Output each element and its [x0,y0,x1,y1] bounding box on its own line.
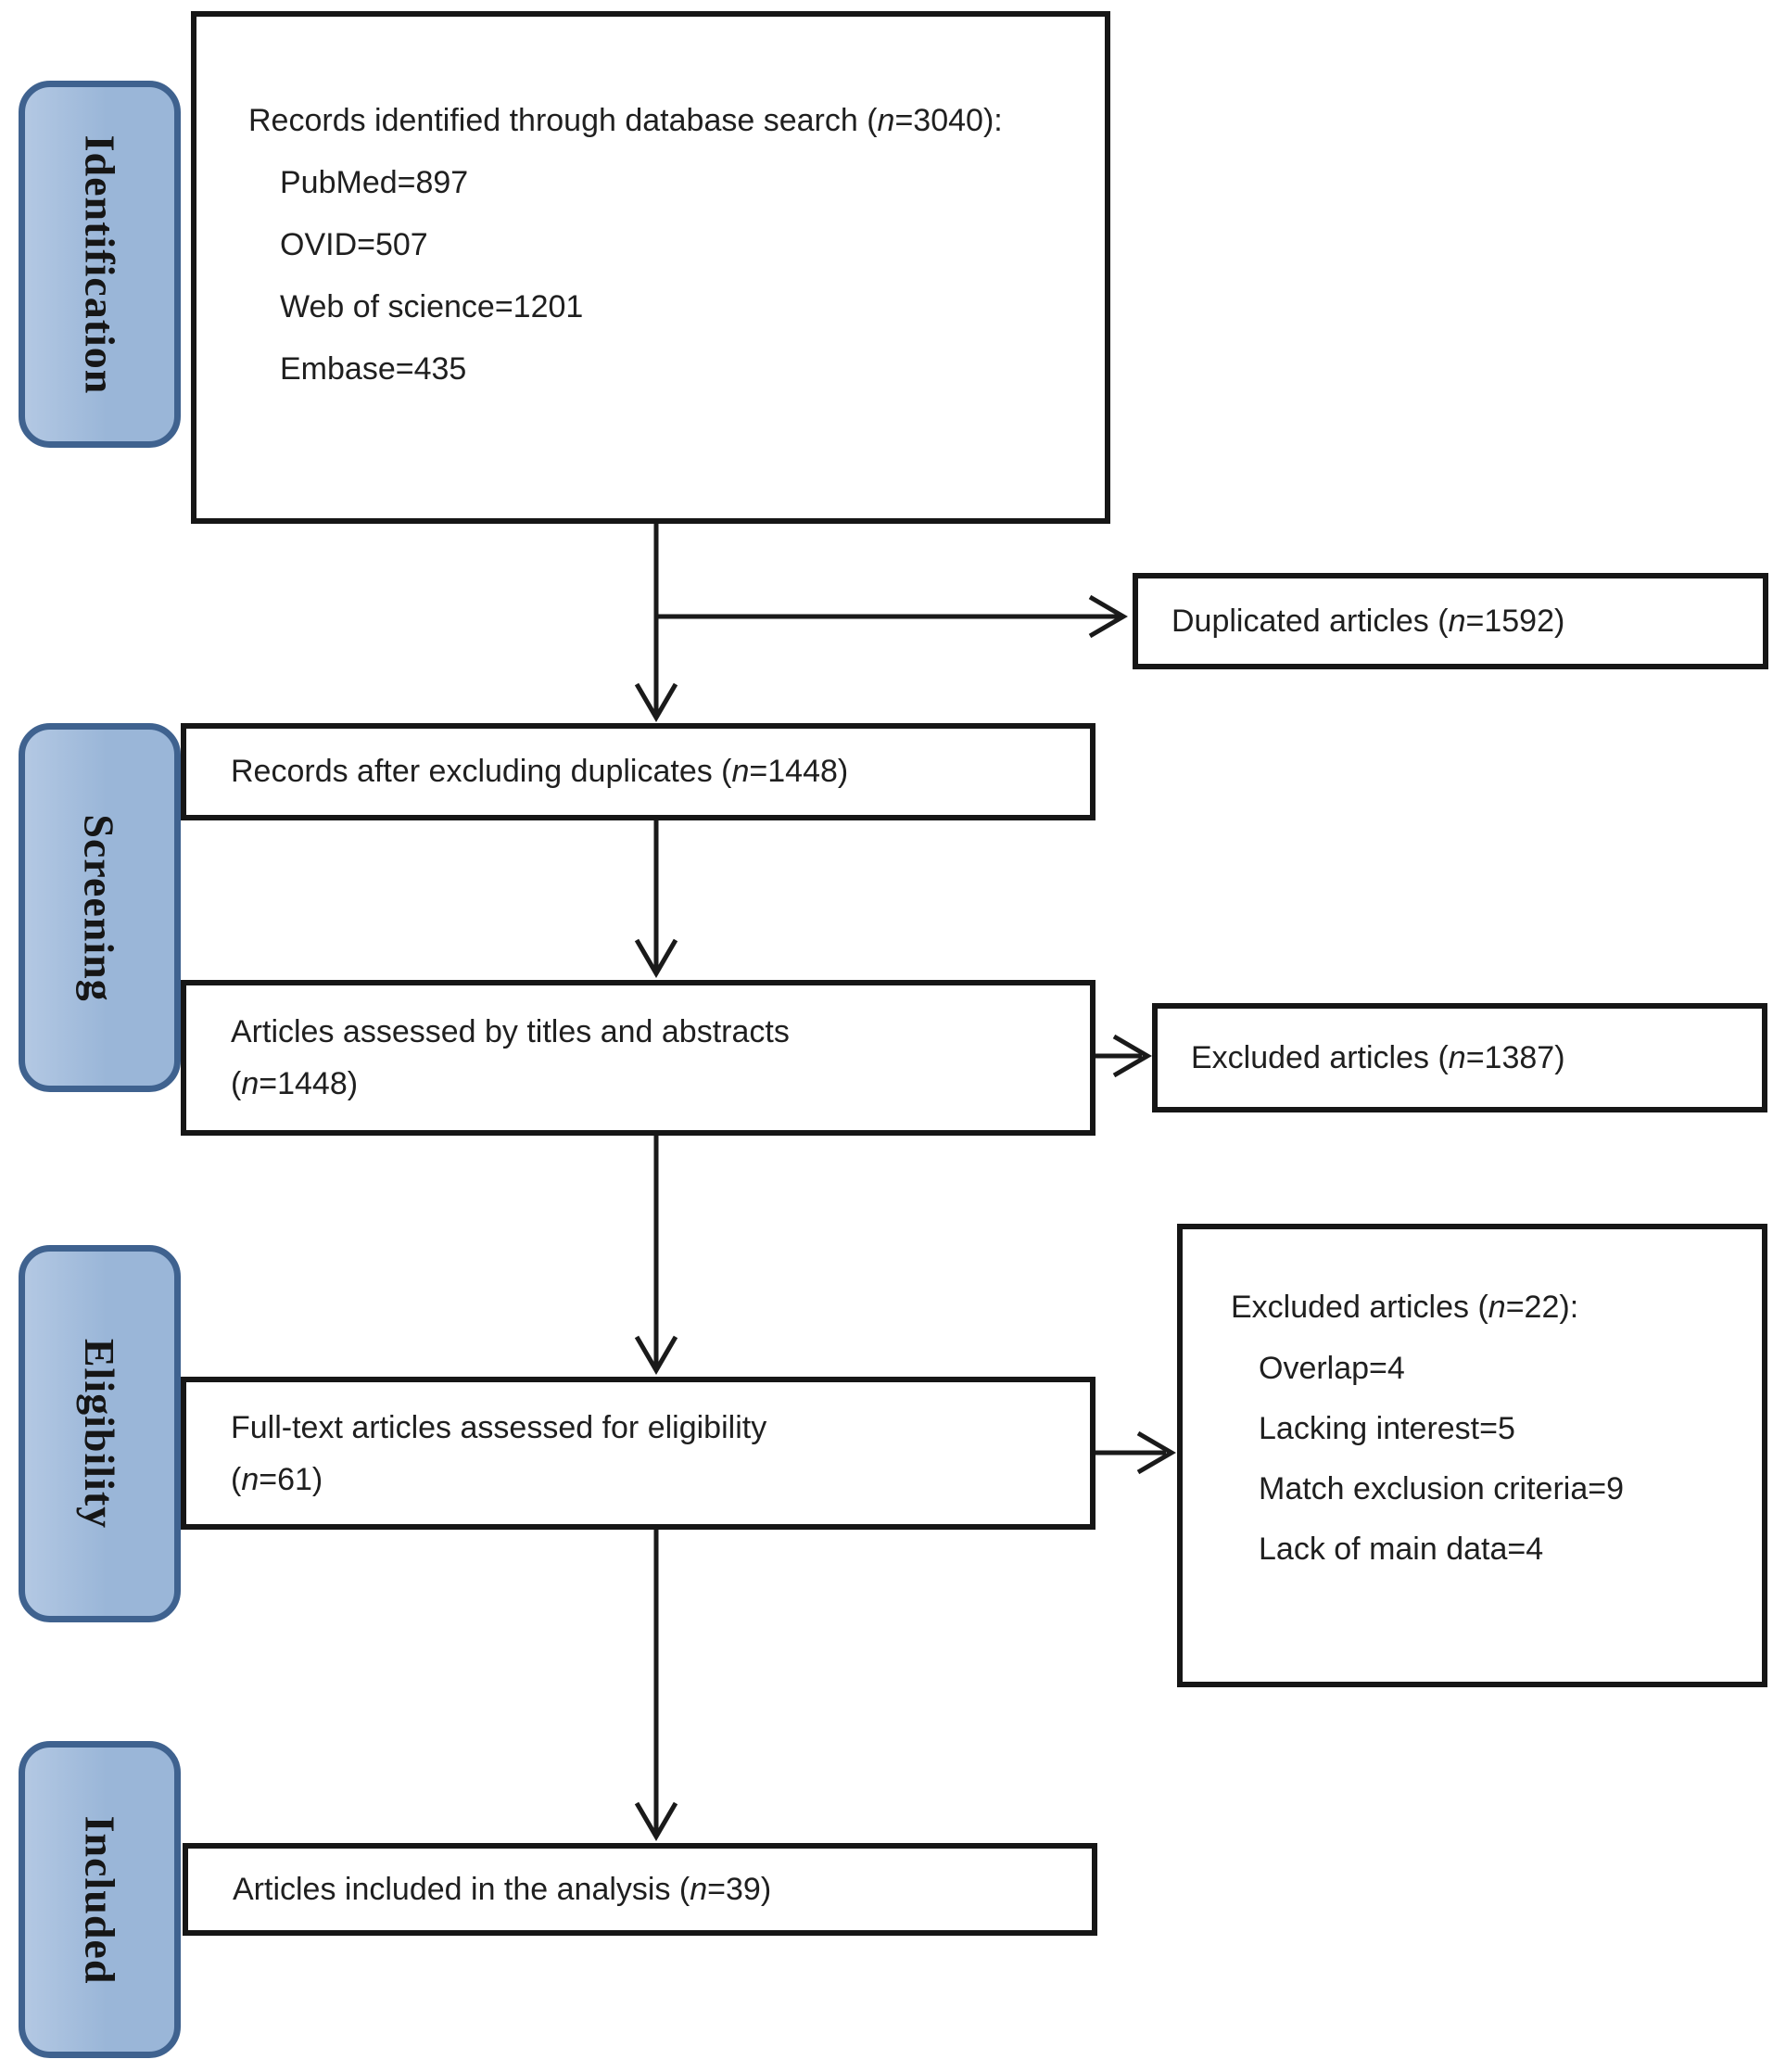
assessed-titles-abstracts-box: Articles assessed by titles and abstract… [181,980,1095,1136]
assessed-titles-abstracts-line1: Articles assessed by titles and abstract… [231,1014,790,1049]
stage-eligibility: Eligibility [19,1245,181,1622]
arrow-titleabstract-to-excluded1-head [1112,1034,1152,1078]
stage-included-label: Included [76,1815,124,1984]
records-after-duplicates-text: Records after excluding duplicates (n=14… [231,754,849,789]
database-count: Embase=435 [280,351,467,387]
arrow-branch-to-duplicated-head [1088,594,1128,639]
database-count: PubMed=897 [280,165,469,200]
exclusion-reason: Lacking interest=5 [1259,1411,1515,1446]
fulltext-assessed-line1: Full-text articles assessed for eligibil… [231,1409,767,1445]
database-count: Web of science=1201 [280,289,584,324]
arrow-fulltext-to-included-head [634,1801,678,1841]
excluded-articles-fulltext-items: Overlap=4 Lacking interest=5 Match exclu… [1259,1339,1745,1580]
records-identified-box: Records identified through database sear… [191,11,1110,524]
records-identified-items: PubMed=897 OVID=507 Web of science=1201 … [280,152,1083,400]
records-identified-title: Records identified through database sear… [248,103,1003,138]
excluded-articles-fulltext-title: Excluded articles (n=22): [1231,1290,1579,1325]
included-analysis-text: Articles included in the analysis (n=39) [233,1871,772,1907]
stage-identification-label: Identification [76,134,123,394]
fulltext-assessed-box: Full-text articles assessed for eligibil… [181,1377,1095,1530]
arrow-identified-to-afterdup-head [634,682,678,722]
assessed-titles-abstracts-line2: (n=1448) [231,1066,359,1101]
fulltext-assessed-line2: (n=61) [231,1461,323,1497]
excluded-articles-screening-box: Excluded articles (n=1387) [1152,1003,1767,1112]
arrow-fulltext-to-excluded2-head [1136,1430,1176,1475]
stage-screening-label: Screening [76,813,123,1002]
excluded-articles-fulltext-box: Excluded articles (n=22): Overlap=4 Lack… [1177,1224,1767,1687]
stage-identification: Identification [19,81,181,448]
stage-screening: Screening [19,723,181,1092]
database-count: OVID=507 [280,227,428,262]
arrow-afterdup-to-titleabstract-head [634,938,678,978]
exclusion-reason: Lack of main data=4 [1259,1532,1544,1567]
excluded-articles-screening-text: Excluded articles (n=1387) [1191,1039,1565,1075]
stage-eligibility-label: Eligibility [76,1338,124,1530]
duplicated-articles-box: Duplicated articles (n=1592) [1133,573,1768,669]
duplicated-articles-text: Duplicated articles (n=1592) [1171,603,1565,639]
arrow-titleabstract-to-fulltext-head [634,1335,678,1375]
included-analysis-box: Articles included in the analysis (n=39) [183,1843,1097,1936]
records-after-duplicates-box: Records after excluding duplicates (n=14… [181,723,1095,820]
exclusion-reason: Overlap=4 [1259,1351,1405,1386]
exclusion-reason: Match exclusion criteria=9 [1259,1471,1625,1506]
stage-included: Included [19,1741,181,2058]
